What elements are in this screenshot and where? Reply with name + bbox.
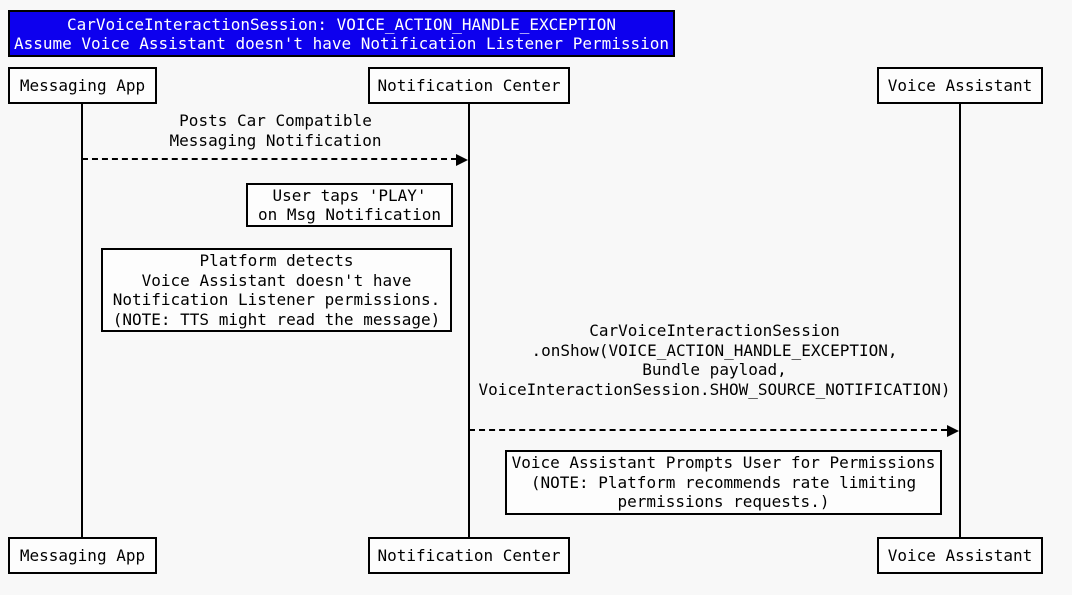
message-2-line1: CarVoiceInteractionSession [589, 321, 840, 340]
lifeline-voice-assistant [959, 104, 961, 537]
message-2-label: CarVoiceInteractionSession .onShow(VOICE… [469, 321, 960, 399]
note-2-line4: (NOTE: TTS might read the message) [112, 309, 441, 329]
message-2-line2: .onShow(VOICE_ACTION_HANDLE_EXCEPTION, [531, 340, 898, 360]
note-3-line3: permissions requests.) [617, 492, 830, 512]
participant-messaging-app-top: Messaging App [8, 67, 157, 104]
participant-notification-center-bottom: Notification Center [368, 537, 570, 574]
diagram-title-line2: Assume Voice Assistant doesn't have Noti… [13, 33, 670, 53]
note-platform-detects: Platform detects Voice Assistant doesn't… [101, 248, 452, 332]
message-2-arrow-line [469, 429, 947, 431]
diagram-title-line1: CarVoiceInteractionSession: VOICE_ACTION… [66, 14, 617, 34]
note-voice-assistant-prompts: Voice Assistant Prompts User for Permiss… [505, 450, 942, 515]
message-1-line2: Messaging Notification [169, 130, 382, 150]
note-3-line2: (NOTE: Platform recommends rate limiting [530, 472, 917, 492]
note-user-taps-play: User taps 'PLAY' on Msg Notification [246, 183, 453, 227]
participant-voice-assistant-top: Voice Assistant [877, 67, 1043, 104]
note-3-line1: Voice Assistant Prompts User for Permiss… [511, 453, 936, 473]
message-1-arrow-line [82, 158, 457, 160]
note-2-line2: Voice Assistant doesn't have [141, 270, 412, 290]
note-1-line2: on Msg Notification [257, 205, 442, 224]
lifeline-notification-center [468, 104, 470, 537]
lifeline-messaging-app [81, 104, 83, 537]
participant-notification-center-top: Notification Center [368, 67, 570, 104]
note-2-line1: Platform detects [199, 251, 354, 270]
message-1-label: Posts Car Compatible Messaging Notificat… [82, 111, 469, 150]
message-1-arrowhead-icon [456, 154, 468, 166]
message-2-arrowhead-icon [947, 425, 959, 437]
message-1-line1: Posts Car Compatible [179, 111, 372, 130]
participant-messaging-app-bottom: Messaging App [8, 537, 157, 574]
participant-voice-assistant-bottom: Voice Assistant [877, 537, 1043, 574]
diagram-title-box: CarVoiceInteractionSession: VOICE_ACTION… [8, 10, 675, 57]
message-2-line3: Bundle payload, [642, 360, 787, 379]
message-2-line4: VoiceInteractionSession.SHOW_SOURCE_NOTI… [478, 379, 951, 399]
note-2-line3: Notification Listener permissions. [112, 290, 441, 309]
note-1-line1: User taps 'PLAY' [272, 185, 427, 205]
